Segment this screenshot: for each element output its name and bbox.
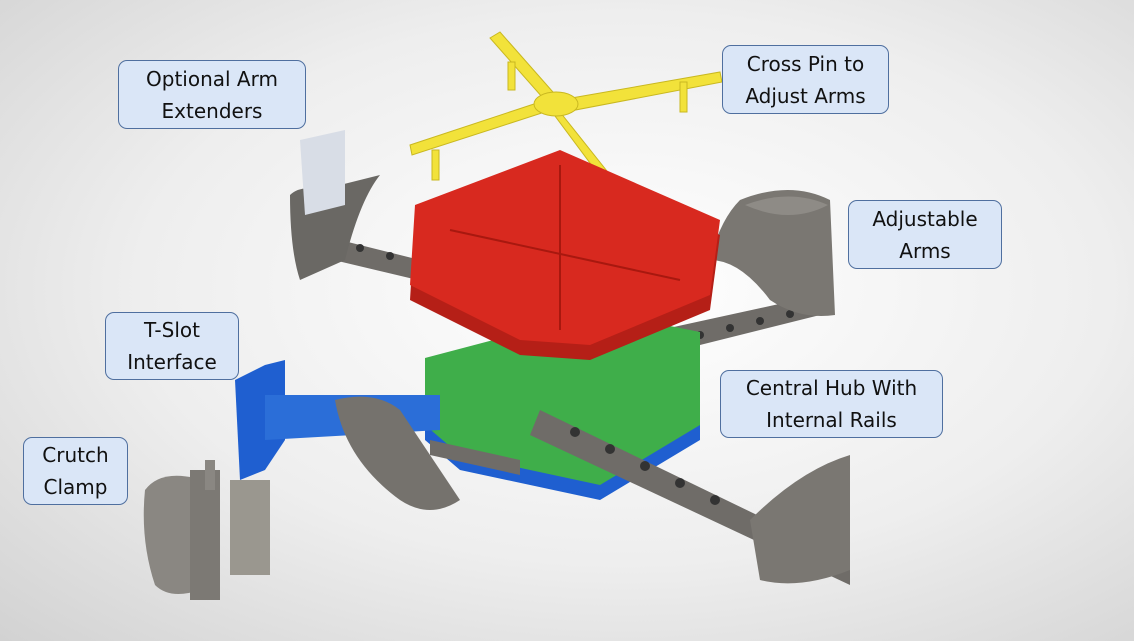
callout-line: Interface [127, 350, 217, 374]
callout-line: Crutch [42, 443, 109, 467]
callout-line: Optional Arm [146, 66, 278, 91]
callout-t-slot-interface: T-Slot Interface [105, 312, 239, 380]
callout-adjustable-arms: Adjustable Arms [848, 200, 1002, 269]
callout-line: Internal Rails [766, 408, 897, 432]
crutch-clamp [143, 460, 270, 600]
callout-line: Clamp [43, 475, 108, 499]
callout-line: Extenders [161, 98, 263, 123]
callout-cross-pin: Cross Pin to Adjust Arms [722, 45, 889, 114]
callout-line: Adjust Arms [745, 83, 866, 108]
cross-pin [409, 31, 723, 223]
callout-central-hub: Central Hub With Internal Rails [720, 370, 943, 438]
callout-optional-arm-extenders: Optional Arm Extenders [118, 60, 306, 129]
callout-line: Adjustable [872, 206, 978, 231]
top-plate [410, 150, 720, 360]
callout-crutch-clamp: Crutch Clamp [23, 437, 128, 505]
callout-line: T-Slot [144, 318, 200, 342]
callout-line: Cross Pin to [746, 51, 865, 76]
callout-line: Central Hub With [745, 376, 918, 400]
adjustable-arm-front [335, 396, 850, 585]
callout-line: Arms [899, 238, 951, 263]
